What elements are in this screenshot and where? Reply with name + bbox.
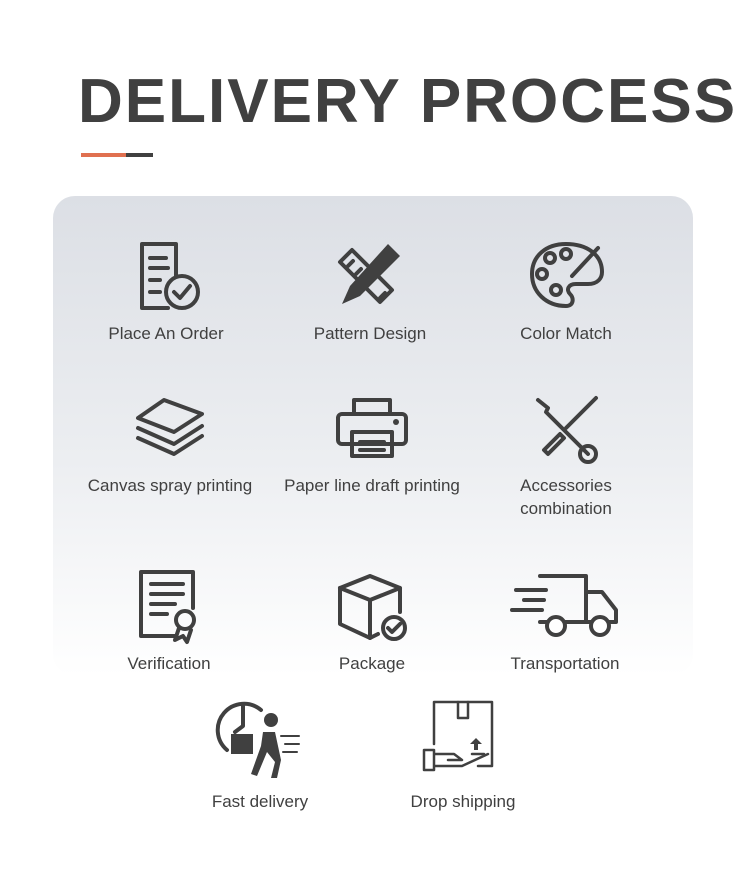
certificate-icon <box>139 570 196 644</box>
package-check-icon <box>338 574 407 641</box>
step-label: Place An Order <box>108 324 224 343</box>
step-label: Canvas spray printing <box>87 476 253 495</box>
step-fast-delivery: Fast delivery <box>170 694 350 813</box>
step-package: Package <box>282 566 462 675</box>
step-label: Verification <box>127 654 211 673</box>
step-transportation: Transportation <box>475 566 655 675</box>
step-label: Drop shipping <box>410 792 516 811</box>
printer-icon <box>336 398 408 458</box>
step-place-order: Place An Order <box>76 236 256 345</box>
palette-icon <box>530 242 604 308</box>
pencil-ruler-icon <box>338 244 400 304</box>
step-verification: Verification <box>79 566 259 675</box>
step-drop-shipping: Drop shipping <box>373 694 553 813</box>
step-label: Transportation <box>510 654 620 673</box>
step-pattern-design: Pattern Design <box>280 236 460 345</box>
title-underline-accent <box>81 153 126 157</box>
box-hand-icon <box>422 700 494 772</box>
step-label: Paper line draft printing <box>284 476 460 495</box>
step-label: Color Match <box>520 324 612 343</box>
truck-icon <box>510 574 618 637</box>
title-underline-dark <box>126 153 153 157</box>
canvas-layers-icon <box>136 398 204 456</box>
step-accessories-combination: Accessories combination <box>476 388 656 520</box>
order-document-check-icon <box>140 242 200 310</box>
step-canvas-spray-printing: Canvas spray printing <box>80 388 260 497</box>
page-title: DELIVERY PROCESS <box>78 67 738 136</box>
courier-clock-icon <box>215 701 300 778</box>
step-label: Package <box>338 654 406 673</box>
step-label: Pattern Design <box>313 324 427 343</box>
step-label: Fast delivery <box>211 792 309 811</box>
step-paper-draft-printing: Paper line draft printing <box>282 388 462 497</box>
step-label: Accessories combination <box>520 476 612 518</box>
step-color-match: Color Match <box>476 236 656 345</box>
wrench-screwdriver-icon <box>536 396 598 464</box>
